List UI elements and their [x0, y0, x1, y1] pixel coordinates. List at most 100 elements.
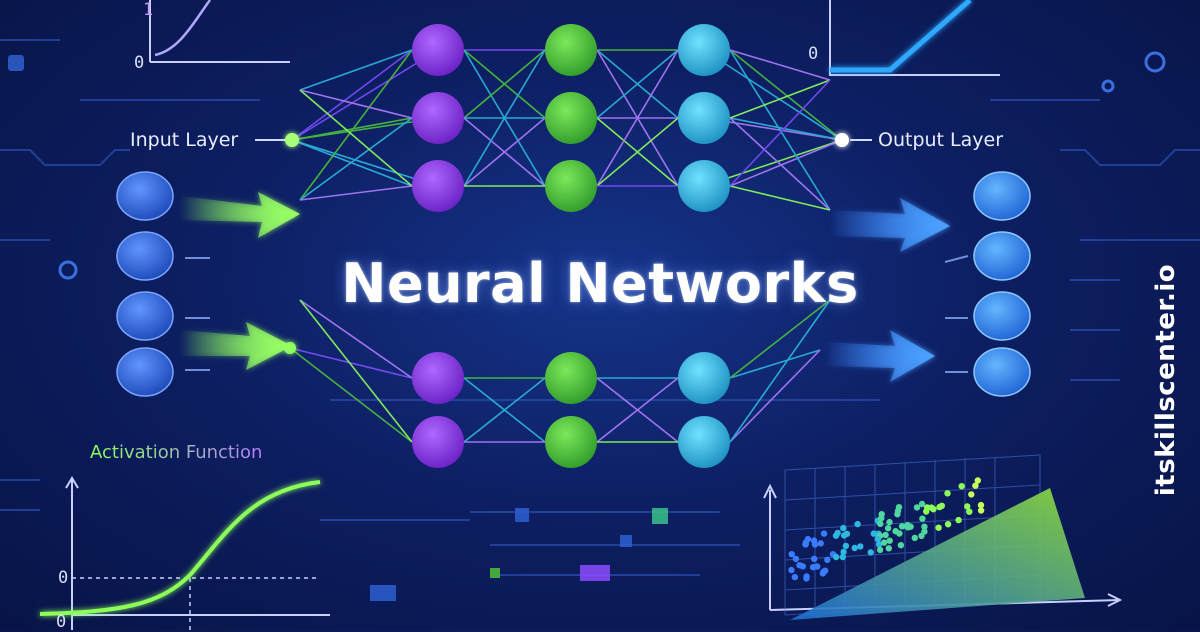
- scatter-point: [788, 566, 795, 574]
- neuron: [545, 24, 597, 76]
- scatter-point: [788, 551, 795, 558]
- scatter-point: [803, 573, 810, 580]
- connection-line: [463, 117, 546, 187]
- scatter-point: [874, 535, 882, 543]
- neuron: [545, 160, 597, 212]
- green-arrow-upper: [180, 192, 300, 238]
- scatter-point: [854, 520, 861, 528]
- scatter-point: [964, 503, 971, 510]
- connection-line: [729, 49, 843, 141]
- green-arrow-lower: [180, 322, 292, 370]
- scatter-point: [875, 541, 883, 548]
- circuit-nodes: [58, 51, 1166, 280]
- connection-line: [729, 117, 831, 211]
- connection-line: [463, 49, 546, 187]
- scatter-point: [966, 508, 973, 515]
- connection-line: [703, 49, 843, 141]
- scatter-point: [892, 528, 899, 535]
- scatter-point: [977, 501, 985, 509]
- output-layer-nodes: [944, 171, 1031, 397]
- scatter-points: [788, 477, 985, 582]
- neuron: [412, 352, 464, 404]
- scatter-point: [880, 539, 888, 546]
- scatter-point: [921, 523, 928, 530]
- connection-line: [463, 377, 546, 443]
- scatter-point: [885, 545, 892, 552]
- connection-line: [729, 299, 831, 443]
- 3d-scatter-plot: [763, 454, 1123, 620]
- neuron: [545, 92, 597, 144]
- scatter-point: [955, 516, 962, 524]
- input-layer-label: Input Layer: [130, 129, 239, 151]
- output-neuron: [973, 347, 1031, 397]
- hidden-layer-green-upper: [545, 24, 597, 212]
- input-neuron: [116, 171, 174, 221]
- connection-line: [289, 347, 413, 443]
- connections-lower: [289, 299, 831, 443]
- scatter-point: [882, 531, 889, 539]
- connection-line: [291, 49, 413, 141]
- scatter-point: [919, 515, 926, 522]
- activation-function-label: Activation Function: [90, 442, 263, 463]
- scatter-point: [968, 491, 975, 498]
- scatter-point: [817, 540, 824, 547]
- input-junction-dot: [285, 133, 299, 147]
- scatter-point: [904, 521, 911, 529]
- scatter-point: [842, 542, 850, 550]
- connection-line: [299, 299, 413, 379]
- scatter-point: [944, 490, 951, 497]
- scatter-point: [936, 503, 943, 511]
- connection-line: [299, 89, 413, 119]
- scatter-point: [840, 548, 847, 556]
- scatter-point: [811, 555, 818, 562]
- output-junction-dot: [835, 133, 849, 147]
- scatter-point: [918, 500, 926, 508]
- scatter-point: [974, 477, 981, 484]
- connection-line: [729, 117, 843, 141]
- scatter-point: [804, 535, 812, 543]
- connection-line: [729, 185, 831, 211]
- scatter-point: [977, 507, 985, 514]
- tick-label: 0: [58, 568, 69, 588]
- blue-arrow-lower: [825, 330, 935, 382]
- tick-label: 0: [56, 612, 67, 632]
- scatter-point: [867, 549, 874, 556]
- connection-line: [596, 117, 679, 187]
- output-neuron: [973, 231, 1031, 281]
- scatter-point: [832, 553, 840, 561]
- scatter-point: [876, 546, 884, 554]
- output-neuron: [973, 171, 1031, 221]
- scatter-point: [802, 541, 809, 548]
- scatter-point: [935, 524, 942, 531]
- scatter-point: [851, 544, 858, 552]
- scatter-point: [972, 482, 979, 489]
- neuron: [412, 416, 464, 468]
- tick-label: 0: [808, 44, 819, 64]
- scatter-point: [791, 573, 799, 581]
- connection-line: [463, 49, 546, 119]
- scatter-point: [913, 504, 921, 511]
- tick-label: 1: [143, 0, 154, 20]
- neuron: [412, 160, 464, 212]
- circuit-lines: [0, 39, 1200, 576]
- input-neuron: [116, 231, 174, 281]
- scatter-point: [792, 555, 800, 563]
- connection-line: [299, 299, 413, 443]
- scatter-point: [832, 532, 840, 539]
- scatter-point: [840, 524, 847, 532]
- hidden-layer-cyan-lower: [678, 352, 730, 468]
- neuron: [412, 92, 464, 144]
- top-left-graph: [149, 0, 290, 63]
- input-neuron: [116, 347, 174, 397]
- output-neuron: [973, 291, 1031, 341]
- top-right-graph: [829, 0, 1000, 76]
- scatter-point: [895, 504, 903, 511]
- circuit-squares: [8, 55, 668, 601]
- scatter-point: [814, 563, 821, 570]
- scatter-point: [799, 563, 806, 570]
- scatter-point: [886, 537, 893, 544]
- scatter-point: [877, 520, 884, 527]
- connection-line: [729, 49, 831, 211]
- scatter-point: [839, 553, 846, 561]
